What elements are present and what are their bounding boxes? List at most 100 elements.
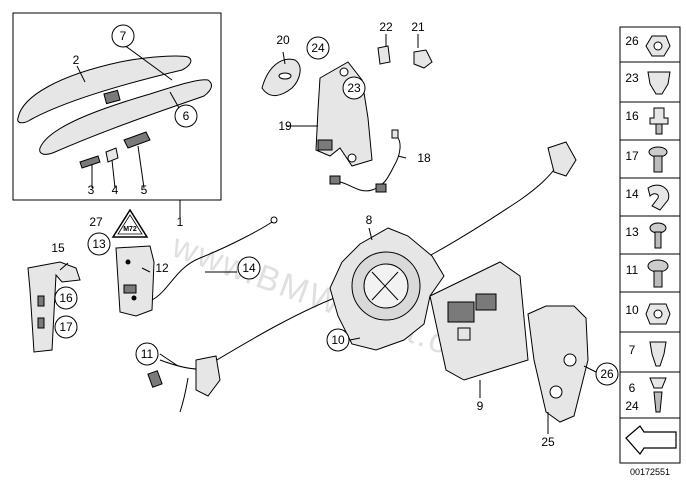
- legend-item-23[interactable]: 23: [625, 71, 671, 95]
- callout-1: 1: [177, 215, 184, 229]
- motor-housing-part-8[interactable]: [329, 227, 445, 351]
- svg-text:18: 18: [417, 151, 431, 165]
- svg-text:16: 16: [625, 109, 639, 123]
- callout-24[interactable]: 24: [306, 36, 330, 60]
- callout-2: 2: [73, 53, 80, 67]
- callout-9: 9: [477, 399, 484, 413]
- callout-12: 12: [155, 261, 169, 275]
- svg-text:4: 4: [112, 183, 119, 197]
- wiring-part-18[interactable]: [329, 129, 401, 193]
- svg-text:26: 26: [600, 367, 614, 381]
- svg-text:22: 22: [379, 20, 393, 34]
- callout-4: 4: [112, 183, 119, 197]
- clip-nut-icon: [647, 71, 671, 95]
- callout-8: 8: [366, 213, 373, 227]
- svg-text:24: 24: [625, 399, 639, 413]
- cable-part-14[interactable]: [151, 216, 278, 301]
- svg-text:25: 25: [541, 435, 555, 449]
- legend-item-17[interactable]: 17: [625, 146, 668, 173]
- callout-19: 19: [278, 119, 292, 133]
- svg-text:26: 26: [625, 34, 639, 48]
- lock-plate-part-9[interactable]: [429, 261, 529, 381]
- cover-part-25[interactable]: [527, 305, 589, 423]
- svg-text:6: 6: [629, 381, 636, 395]
- callout-26-main[interactable]: 26: [595, 362, 619, 386]
- svg-text:6: 6: [183, 109, 190, 123]
- svg-text:13: 13: [625, 225, 639, 239]
- bracket-part-15[interactable]: [27, 261, 81, 353]
- stud-icon: [649, 107, 669, 125]
- svg-text:11: 11: [141, 347, 154, 361]
- svg-text:12: 12: [155, 261, 169, 275]
- grommet-part-20[interactable]: [261, 58, 301, 96]
- trim-strip-lower[interactable]: [39, 79, 212, 155]
- svg-text:7: 7: [120, 29, 127, 43]
- legend-item-13[interactable]: 13: [625, 222, 667, 249]
- svg-text:19: 19: [278, 119, 292, 133]
- svg-text:13: 13: [92, 237, 106, 251]
- svg-text:24: 24: [311, 41, 325, 55]
- legend-item-11[interactable]: 11: [626, 259, 669, 288]
- clip-part-4[interactable]: [105, 147, 119, 163]
- callout-16[interactable]: 16: [54, 286, 78, 310]
- svg-text:17: 17: [625, 149, 639, 163]
- svg-text:27: 27: [89, 215, 103, 229]
- svg-text:7: 7: [629, 343, 636, 357]
- callout-27: 27: [89, 215, 103, 229]
- clip-part-21[interactable]: [413, 49, 433, 69]
- arrow-icon: [625, 425, 677, 455]
- callout-20: 20: [276, 33, 290, 47]
- callout-5: 5: [141, 183, 148, 197]
- legend-item-26[interactable]: 26: [625, 34, 671, 57]
- svg-text:14: 14: [625, 187, 639, 201]
- svg-text:2: 2: [73, 53, 80, 67]
- expanding-nut-icon: [649, 341, 667, 367]
- svg-text:1: 1: [177, 215, 184, 229]
- legend-item-10[interactable]: 10: [625, 303, 671, 325]
- svg-text:3: 3: [88, 183, 95, 197]
- svg-text:14: 14: [242, 261, 256, 275]
- trim-strip-upper[interactable]: [17, 55, 192, 124]
- clip-part-22[interactable]: [377, 45, 391, 65]
- cable-part-11[interactable]: [147, 355, 221, 413]
- hinge-part-19[interactable]: [315, 61, 373, 167]
- svg-text:20: 20: [276, 33, 290, 47]
- callout-22: 22: [379, 20, 393, 34]
- legend-item-7[interactable]: 7: [629, 341, 667, 367]
- clip-screw-icon: [649, 377, 667, 389]
- legend-item-6-24[interactable]: 6 24: [625, 377, 667, 413]
- callout-21: 21: [411, 20, 425, 34]
- lock-part-12[interactable]: [115, 245, 155, 317]
- fastener-legend: [619, 26, 681, 464]
- legend-item-14[interactable]: 14: [625, 184, 670, 211]
- svg-text:10: 10: [625, 303, 639, 317]
- clip-part-5[interactable]: [123, 131, 151, 149]
- cable-clip-icon: [647, 184, 670, 211]
- legend-item-16[interactable]: 16: [625, 107, 669, 135]
- callout-3: 3: [88, 183, 95, 197]
- svg-text:23: 23: [347, 81, 361, 95]
- callout-10[interactable]: 10: [326, 328, 350, 352]
- svg-text:17: 17: [59, 320, 73, 334]
- callout-23[interactable]: 23: [342, 76, 366, 100]
- svg-text:5: 5: [141, 183, 148, 197]
- callout-6[interactable]: 6: [174, 104, 198, 128]
- svg-text:10: 10: [331, 333, 345, 347]
- callout-18: 18: [417, 151, 431, 165]
- svg-text:23: 23: [625, 71, 639, 85]
- bolt-icon: [647, 259, 669, 273]
- diagram-id: 00172551: [630, 467, 670, 477]
- svg-text:15: 15: [51, 241, 65, 255]
- svg-text:21: 21: [411, 20, 425, 34]
- callout-17[interactable]: 17: [54, 315, 78, 339]
- callout-7[interactable]: 7: [111, 24, 135, 48]
- callout-14[interactable]: 14: [237, 256, 261, 280]
- svg-text:8: 8: [366, 213, 373, 227]
- trim-group-box: [12, 12, 222, 201]
- callout-13[interactable]: 13: [87, 232, 111, 256]
- clip-part-3[interactable]: [79, 155, 101, 169]
- callout-15: 15: [51, 241, 65, 255]
- callout-11[interactable]: 11: [135, 342, 159, 366]
- warning-label-triangle[interactable]: M72: [111, 208, 149, 238]
